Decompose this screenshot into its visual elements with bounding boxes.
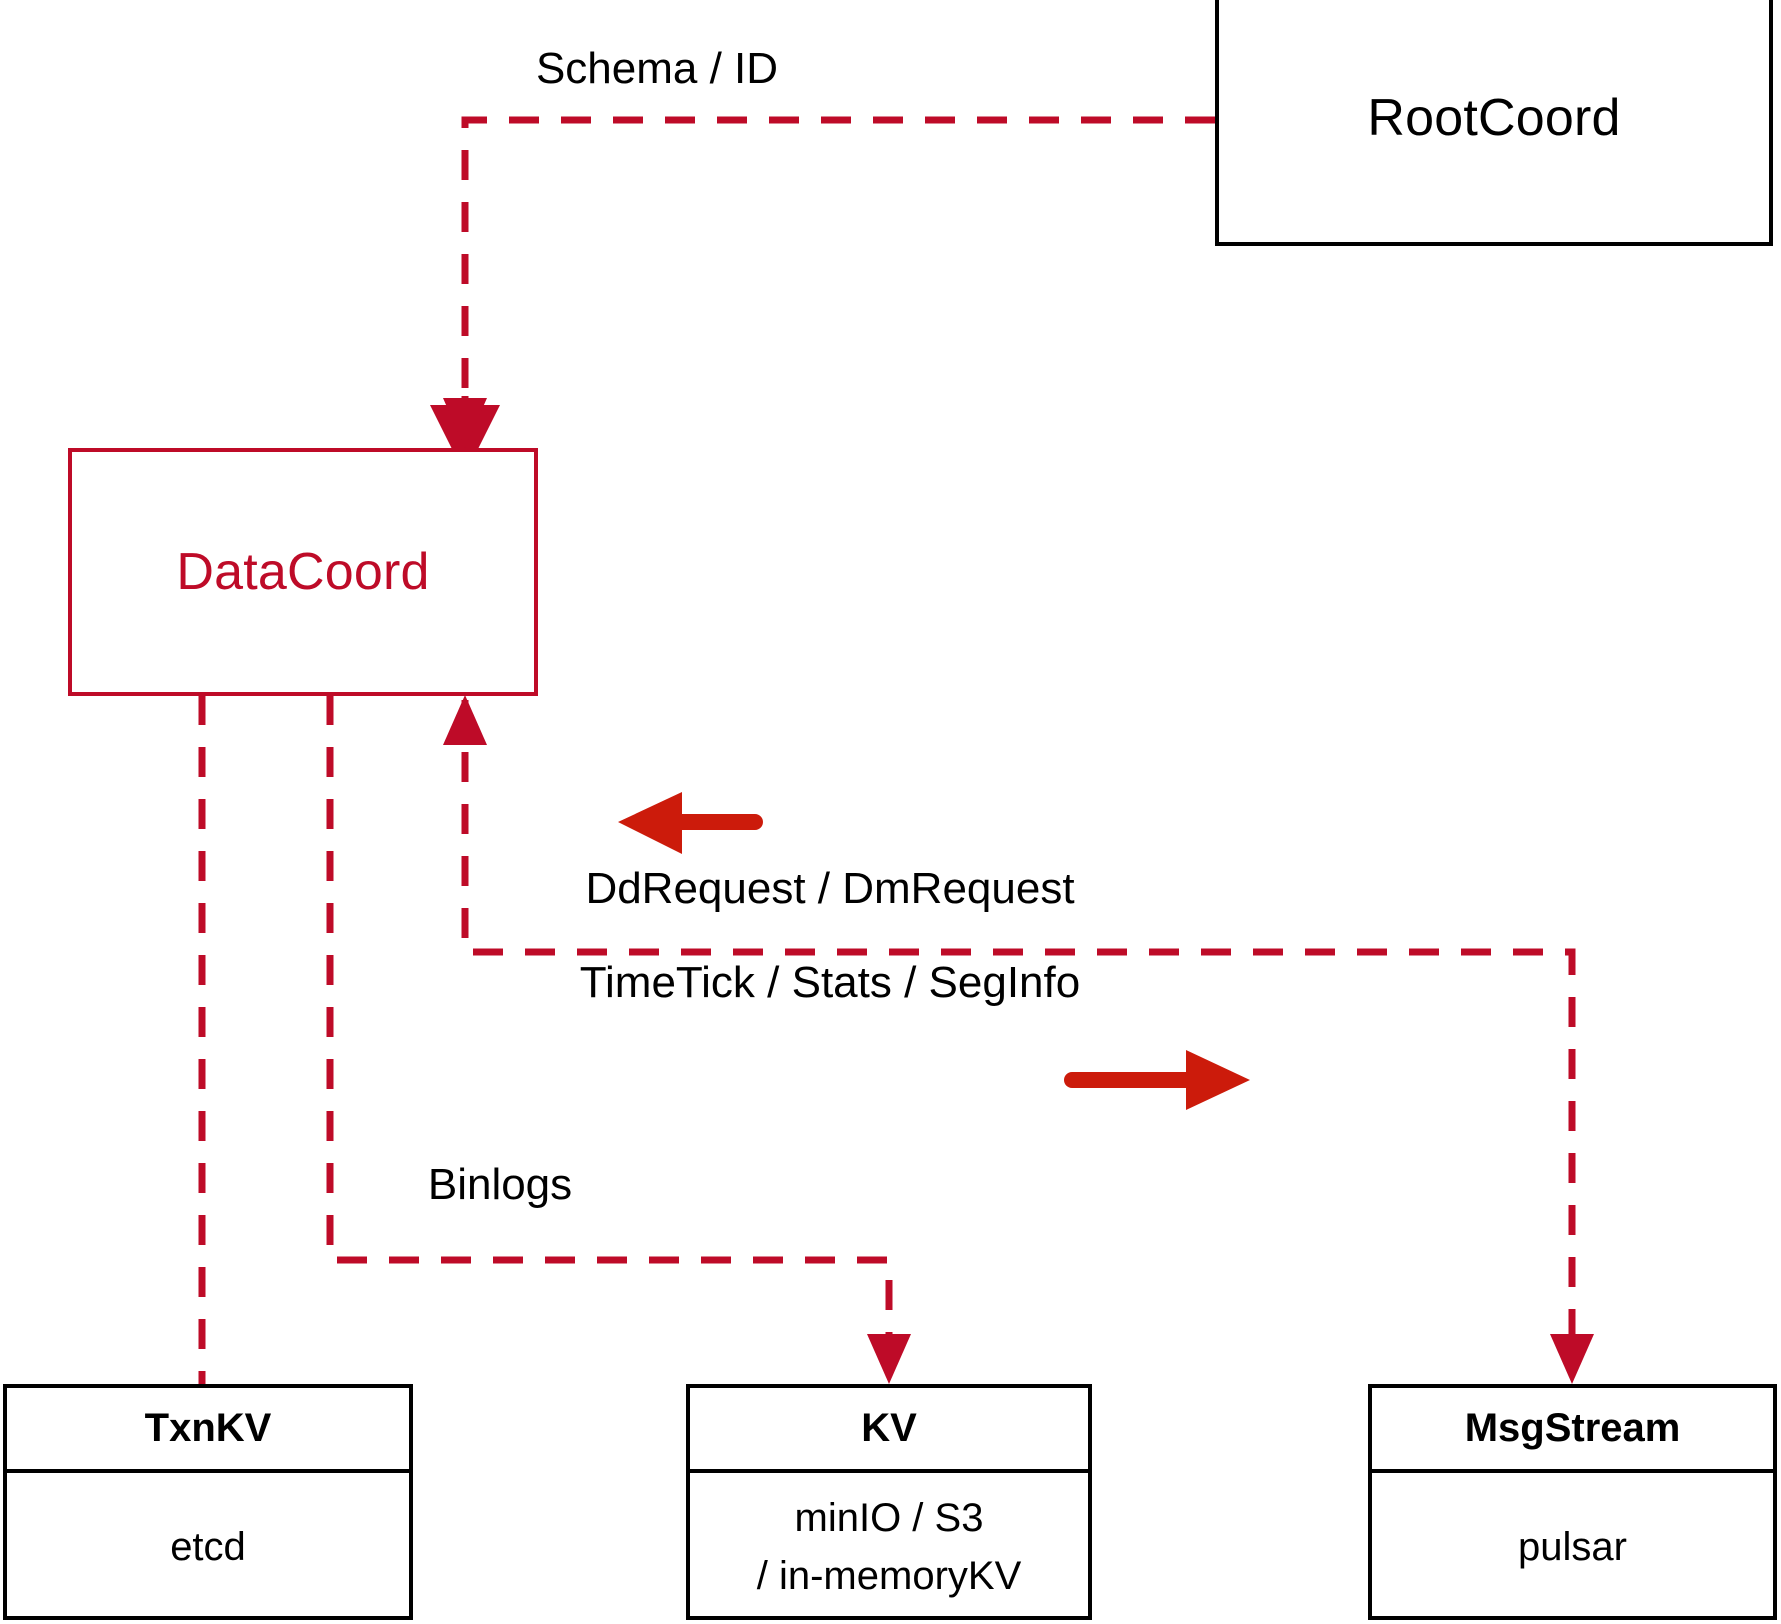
node-msgstream-body: pulsar bbox=[1372, 1473, 1773, 1620]
node-kv-body-line: / in-memoryKV bbox=[756, 1553, 1022, 1598]
node-kv-body: minIO / S3 / in-memoryKV bbox=[690, 1473, 1088, 1620]
edge-label-binlogs: Binlogs bbox=[427, 1160, 573, 1209]
edge-label-timetick-stats-seginfo: TimeTick / Stats / SegInfo bbox=[579, 958, 1081, 1007]
edge-label-ddrequest-dmrequest: DdRequest / DmRequest bbox=[585, 864, 1075, 913]
arrow-outbound-timetick bbox=[1064, 1050, 1250, 1110]
arrow-inbound-ddrequest bbox=[618, 792, 763, 854]
node-datacoord-label: DataCoord bbox=[176, 543, 430, 601]
node-txnkv-header: TxnKV bbox=[7, 1388, 409, 1473]
node-kv-body-line: minIO / S3 bbox=[794, 1495, 984, 1540]
edge-datacoord-kv-binlogs bbox=[326, 695, 911, 1384]
node-kv[interactable]: KV minIO / S3 / in-memoryKV bbox=[686, 1384, 1092, 1620]
node-msgstream[interactable]: MsgStream pulsar bbox=[1368, 1384, 1777, 1620]
node-msgstream-header: MsgStream bbox=[1372, 1388, 1773, 1473]
edge-schema-id bbox=[430, 116, 1215, 475]
edge-label-schema-id: Schema / ID bbox=[535, 44, 779, 93]
node-kv-header: KV bbox=[690, 1388, 1088, 1473]
node-rootcoord-label: RootCoord bbox=[1367, 89, 1621, 147]
node-datacoord[interactable]: DataCoord bbox=[68, 448, 538, 696]
node-txnkv[interactable]: TxnKV etcd bbox=[3, 1384, 413, 1620]
node-rootcoord[interactable]: RootCoord bbox=[1215, 0, 1773, 246]
node-txnkv-body-line: etcd bbox=[170, 1524, 246, 1569]
node-msgstream-body-line: pulsar bbox=[1518, 1524, 1627, 1569]
node-txnkv-body: etcd bbox=[7, 1473, 409, 1620]
edge-msgstream-datacoord bbox=[443, 695, 1594, 1384]
